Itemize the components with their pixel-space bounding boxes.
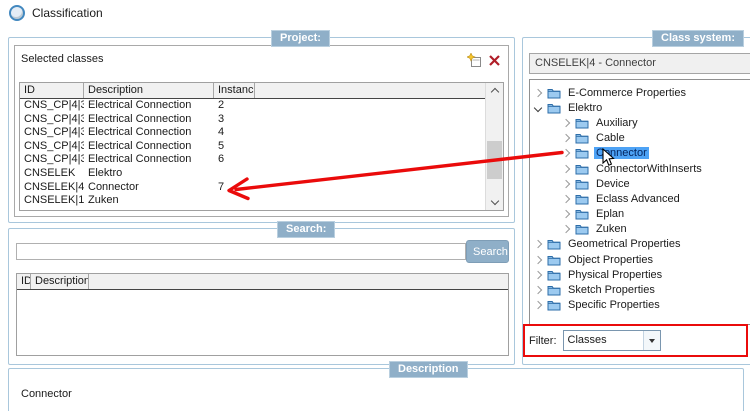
classification-icon [9, 5, 25, 21]
folder-icon [575, 149, 589, 159]
folder-icon [575, 164, 589, 175]
tree-item-selected[interactable]: Connector [530, 146, 750, 161]
chevron-right-icon[interactable] [533, 88, 543, 97]
tree-item[interactable]: Zuken [530, 222, 750, 237]
tree-item[interactable]: Specific Properties [530, 298, 750, 313]
remove-class-icon[interactable] [488, 54, 501, 67]
description-text: Connector [21, 388, 72, 400]
table-row[interactable]: CNS_CP|4|3 Electrical Connection 3 [24, 112, 225, 125]
table-row[interactable]: CNS_CP|4|3 Electrical Connection 4 [24, 126, 225, 139]
folder-icon [575, 118, 589, 129]
folder-icon [547, 286, 561, 296]
tree-item[interactable]: Object Properties [530, 252, 750, 267]
chevron-right-icon[interactable] [561, 209, 571, 219]
search-input[interactable] [16, 243, 466, 260]
annotation-highlight-filter [523, 324, 748, 357]
chevron-right-icon[interactable] [561, 179, 571, 188]
chevron-right-icon[interactable] [561, 194, 571, 204]
tree-item[interactable]: E-Commerce Properties [530, 85, 750, 100]
tree-item[interactable]: Cable [530, 131, 750, 146]
chevron-right-icon[interactable] [561, 133, 571, 143]
column-header-description[interactable]: Description [84, 83, 214, 98]
tree-item[interactable]: Eclass Advanced [530, 191, 750, 206]
folder-icon [547, 301, 561, 311]
dropdown-arrow-icon[interactable] [642, 331, 660, 350]
chevron-right-icon[interactable] [561, 225, 571, 234]
chevron-right-icon[interactable] [533, 285, 543, 295]
folder-icon [547, 255, 561, 266]
tree-item[interactable]: Sketch Properties [530, 282, 750, 297]
selected-class-path-field[interactable]: CNSELEK|4 - Connector [529, 53, 750, 74]
tree-item[interactable]: Physical Properties [530, 267, 750, 282]
table-row[interactable]: CNS_CP|4|3 Electrical Connection 2 [24, 99, 225, 111]
selected-classes-panel: Selected classes ID Description Instance [14, 45, 509, 217]
selected-classes-title: Selected classes [21, 53, 104, 65]
project-group: Project: Selected classes ID Description… [8, 30, 515, 223]
project-badge: Project: [271, 30, 330, 47]
column-header-instance[interactable]: Instance [214, 83, 255, 98]
chevron-down-icon[interactable] [533, 103, 543, 113]
scrollbar-thumb[interactable] [487, 141, 502, 179]
folder-icon [575, 225, 589, 235]
search-button[interactable]: Search [466, 240, 509, 263]
chevron-right-icon[interactable] [533, 300, 543, 310]
folder-icon [575, 134, 589, 144]
tree-item[interactable]: Device [530, 176, 750, 191]
tree-item[interactable]: Eplan [530, 207, 750, 222]
window-header: Classification [9, 5, 103, 21]
tree-item[interactable]: Elektro [530, 100, 750, 115]
table-row[interactable]: CNSELEK|4 Connector 7 [24, 180, 225, 193]
class-system-badge: Class system: [652, 30, 744, 47]
table-row[interactable]: CNSELEK|1 Zuken [24, 194, 119, 207]
column-header-description[interactable]: Description [31, 274, 89, 289]
chevron-right-icon[interactable] [533, 255, 543, 264]
add-class-icon[interactable] [467, 53, 482, 68]
folder-icon [547, 240, 561, 250]
class-tree: E-Commerce Properties Elektro Auxiliary … [529, 79, 750, 325]
filter-dropdown[interactable]: Classes [562, 330, 661, 351]
description-badge: Description [389, 361, 468, 378]
column-header-id[interactable]: ID [17, 274, 31, 289]
table-row[interactable]: CNS_CP|4|3 Electrical Connection 6 [24, 153, 225, 166]
chevron-right-icon[interactable] [561, 118, 571, 128]
vertical-scrollbar[interactable] [485, 83, 503, 210]
column-header-id[interactable]: ID [20, 83, 84, 98]
description-group: Description Connector [8, 361, 744, 411]
chevron-right-icon[interactable] [533, 240, 543, 249]
folder-icon [547, 103, 561, 114]
chevron-right-icon[interactable] [561, 164, 571, 173]
chevron-right-icon[interactable] [561, 149, 571, 158]
filter-label: Filter: [529, 334, 557, 347]
search-group: Search: Search ID Description [8, 221, 515, 365]
table-row[interactable]: CNS_CP|4|3 Electrical Connection 5 [24, 139, 225, 152]
folder-icon [547, 270, 561, 281]
tree-item[interactable]: Auxiliary [530, 115, 750, 130]
search-badge: Search: [277, 221, 336, 238]
tree-item[interactable]: ConnectorWithInserts [530, 161, 750, 176]
window-title: Classification [32, 6, 103, 20]
tree-item[interactable]: Geometrical Properties [530, 237, 750, 252]
folder-icon [575, 210, 589, 220]
folder-icon [575, 194, 589, 205]
filter-dropdown-value: Classes [567, 334, 607, 346]
scroll-down-icon[interactable] [486, 195, 503, 210]
table-row[interactable]: CNSELEK Elektro [24, 166, 123, 179]
folder-icon [547, 88, 561, 99]
selected-classes-table: ID Description Instance CNS_CP|4|3 Elect… [19, 82, 504, 211]
scroll-up-icon[interactable] [486, 83, 503, 98]
chevron-right-icon[interactable] [533, 270, 543, 280]
search-results-table: ID Description [16, 273, 509, 356]
folder-icon [575, 179, 589, 190]
class-system-group: Class system: CNSELEK|4 - Connector E-Co… [522, 30, 750, 365]
